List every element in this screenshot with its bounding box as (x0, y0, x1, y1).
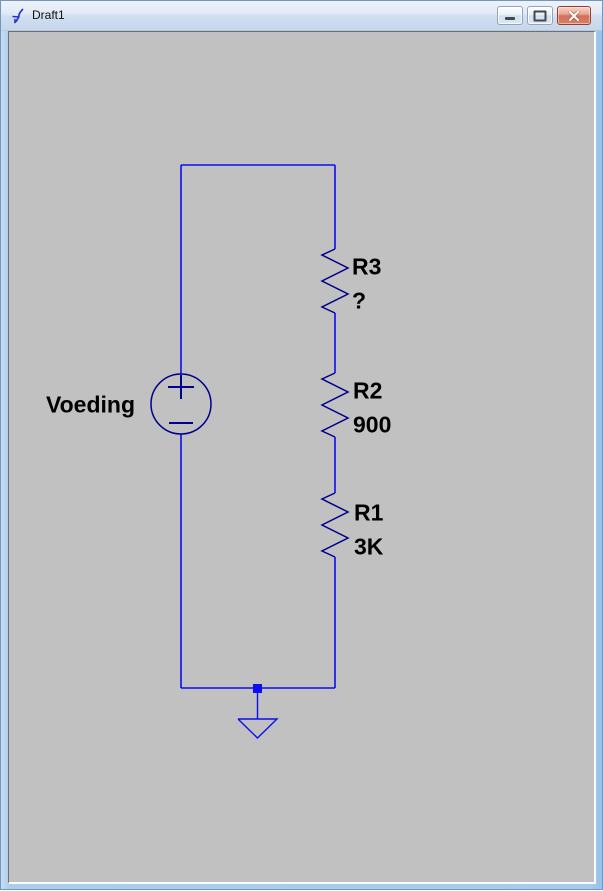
restore-button[interactable] (527, 6, 553, 25)
resistor-R2-designator[interactable]: R2 (353, 377, 383, 404)
title-bar[interactable]: Draft1 (1, 1, 602, 31)
resistor-R2-value[interactable]: 900 (353, 411, 392, 438)
ltspice-app-icon[interactable] (10, 7, 28, 25)
resistor-R1-value[interactable]: 3K (354, 533, 384, 560)
close-button[interactable] (557, 6, 591, 25)
source-label[interactable]: Voeding (45, 391, 135, 418)
resistor-R1-designator[interactable]: R1 (354, 499, 384, 526)
minimize-icon (505, 17, 515, 20)
window-title: Draft1 (32, 8, 65, 22)
minimize-button[interactable] (497, 6, 523, 25)
restore-icon (533, 10, 547, 21)
resistor-R3-value[interactable]: ? (352, 287, 367, 314)
resistor-R3-designator[interactable]: R3 (352, 253, 382, 280)
window-controls (497, 6, 591, 25)
close-icon (568, 10, 580, 21)
schematic-canvas[interactable] (8, 31, 596, 884)
